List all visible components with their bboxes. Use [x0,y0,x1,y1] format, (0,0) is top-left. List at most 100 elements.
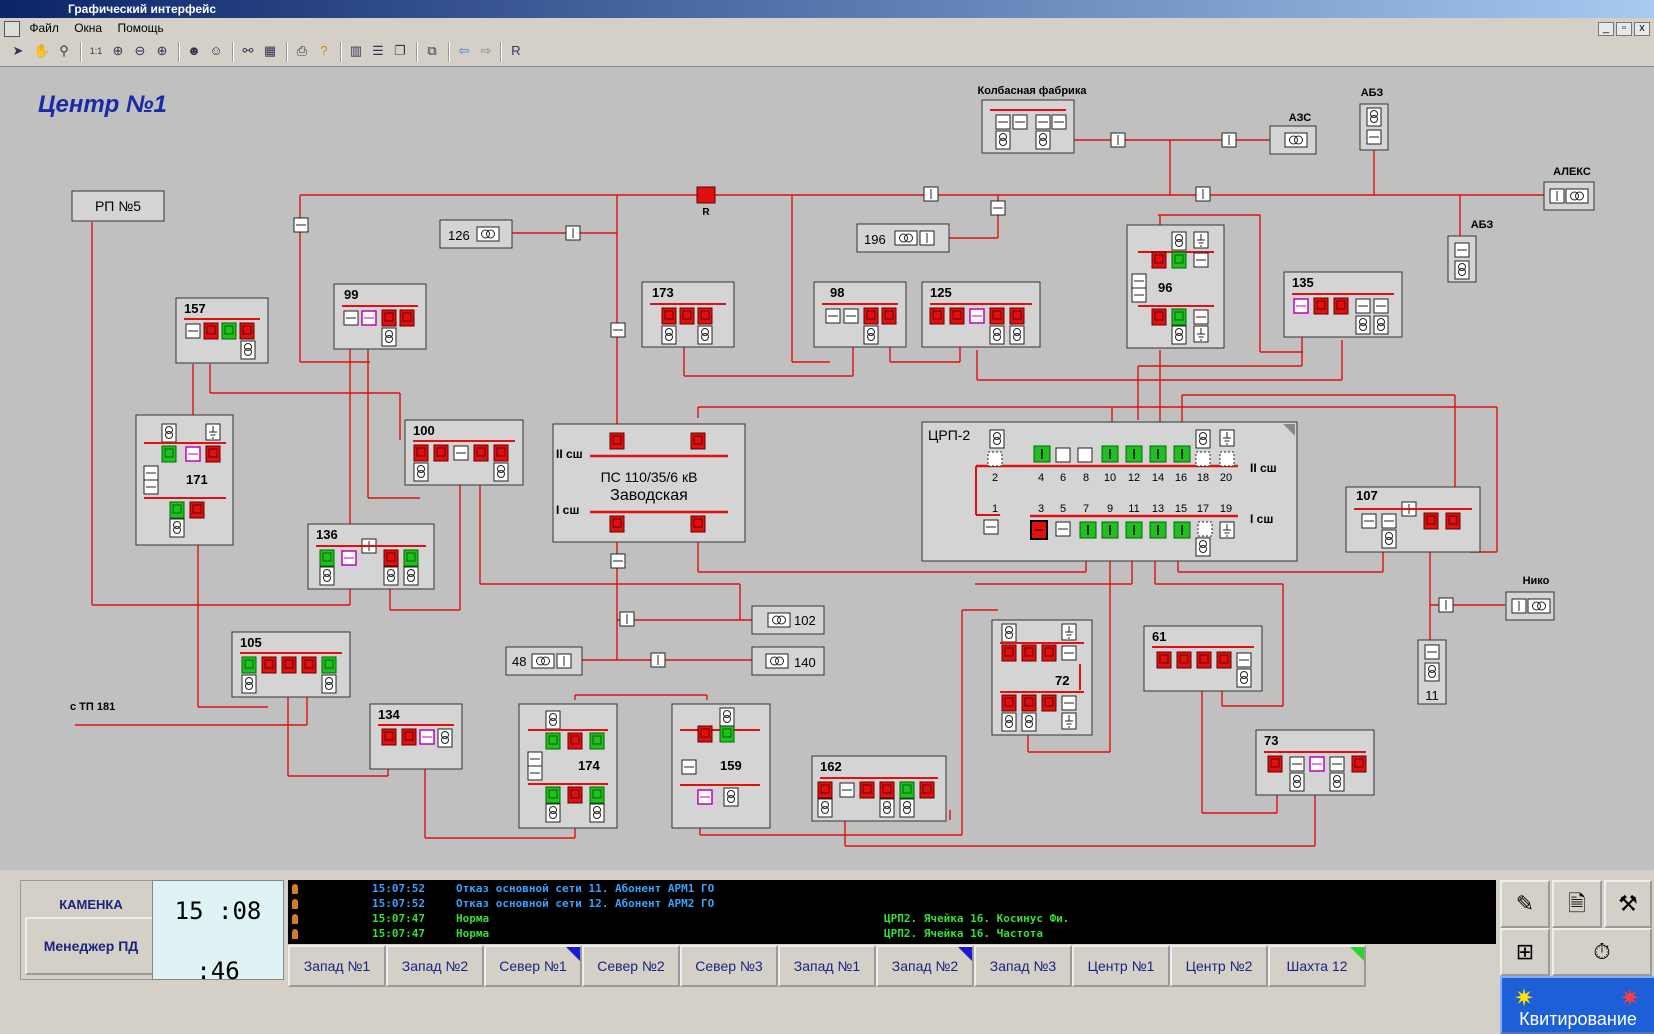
tp-48-node[interactable]: 48 [505,646,583,676]
network-icon[interactable]: ⊞ [1500,928,1550,976]
forward-icon[interactable]: ⇨ [480,43,492,58]
line-switch[interactable] [610,322,626,338]
cascade-icon[interactable]: ❐ [394,43,406,58]
tp-136-node[interactable]: 136 [307,523,435,590]
zoom-in-icon[interactable]: ⊕ [156,43,168,58]
kolbasnaya-node[interactable] [981,99,1075,154]
pointer-icon[interactable]: ➤ [12,43,24,58]
tp-61-node[interactable]: 61 [1143,625,1263,692]
restore-button[interactable]: ▫ [1616,22,1632,36]
window-list-icon[interactable]: ⧉ [427,43,437,58]
tp-105-node[interactable]: 105 [231,631,351,698]
tp-134-node[interactable]: 134 [369,703,463,770]
azs-node[interactable] [1269,125,1317,155]
tp-174-node[interactable]: 174 [518,703,618,829]
menu-help[interactable]: Помощь [117,21,164,35]
tp-135-node[interactable]: 135 [1283,271,1403,338]
line-switch[interactable] [923,186,939,202]
tp-159-node[interactable]: 159 [671,703,771,829]
tp-72-node[interactable]: 72 [991,619,1093,736]
tp-11-label: 11 [1425,688,1439,703]
tp-107-node[interactable]: 107 [1345,486,1481,553]
layout-columns-icon[interactable]: ▥ [349,43,363,58]
tp-157-node[interactable]: 157 [175,297,269,364]
table-icon[interactable]: ▦ [263,43,277,58]
document-icon[interactable]: 🗎 [1552,880,1602,928]
back-icon[interactable]: ⇦ [458,43,470,58]
crp2-node[interactable]: ЦРП-2 II сш 2 4 6 8 10 12 14 16 18 20 1 … [921,421,1298,562]
magnifier-icon[interactable]: ⚲ [59,43,69,58]
tab-zapad-1[interactable]: Запад №1 [288,945,386,987]
tp-125-node[interactable]: 125 [921,281,1041,348]
tp-100-node[interactable]: 100 [404,419,524,486]
close-button[interactable]: x [1634,22,1650,36]
tab-sever-3[interactable]: Север №3 [680,945,778,987]
tab-zapad-3[interactable]: Запад №3 [974,945,1072,987]
clipboard-timer-icon[interactable]: ⏱ [1552,928,1652,976]
user-icon[interactable]: ☺ [209,43,223,58]
event-row[interactable]: 15:07:52 Отказ основной сети 12. Абонент… [288,897,1496,912]
niko-node[interactable] [1505,591,1555,621]
event-row[interactable]: 15:07:47 Норма ЦРП2. Ячейка 16. Косинус … [288,912,1496,927]
line-switch[interactable] [619,611,635,627]
line-switch[interactable] [610,553,626,569]
acknowledge-button[interactable]: ✷ ✷ Квитирование [1500,976,1654,1034]
users-icon[interactable]: ☻ [187,43,201,58]
rp5-node[interactable]: РП №5 [71,190,165,222]
line-switch[interactable] [1110,132,1126,148]
line-switch[interactable] [1438,597,1454,613]
aleks-node[interactable] [1543,181,1595,211]
tp-102-node[interactable]: 102 [751,605,825,635]
zoom-fit-icon[interactable]: ⊕ [112,43,124,58]
tp-73-node[interactable]: 73 [1255,729,1375,796]
app-icon[interactable] [4,20,20,37]
tools-icon[interactable]: ✎ [1500,880,1550,928]
binoculars-icon[interactable]: ⚯ [242,43,254,58]
menu-file[interactable]: Файл [29,21,59,35]
zoom-out-icon[interactable]: ⊖ [134,43,146,58]
r-breaker[interactable] [696,186,716,204]
print-icon[interactable]: ⎙ [296,43,308,58]
zoom-1-1-icon[interactable]: 1:1 [89,46,103,56]
line-switch[interactable] [565,225,581,241]
wrench-icon[interactable]: ⚒ [1604,880,1652,928]
tp-173-node[interactable]: 173 [641,281,735,348]
line-switch[interactable] [1195,186,1211,202]
tp-173-label: 173 [652,285,674,300]
abz-node[interactable] [1359,103,1389,151]
tp-196-node[interactable]: 196 [856,223,950,253]
substation-zavodskaya[interactable]: II сш ПС 110/35/6 кВ Заводская I сш [552,423,746,543]
location-panel: КАМЕНКА Менеджер ПД [20,880,162,980]
tp-99-node[interactable]: 99 [333,283,427,350]
line-switch[interactable] [990,200,1006,216]
tab-sever-1[interactable]: Север №1 [484,945,582,987]
line-switch[interactable] [293,217,309,233]
tp-11-node[interactable]: 11 [1417,639,1447,705]
tab-zapad-2-b[interactable]: Запад №2 [876,945,974,987]
event-row[interactable]: 15:07:47 Норма ЦРП2. Ячейка 16. Частота [288,927,1496,942]
menu-windows[interactable]: Окна [74,21,103,35]
line-switch[interactable] [1221,132,1237,148]
line-switch[interactable] [650,652,666,668]
help-icon[interactable]: ? [320,43,328,58]
tab-centr-1[interactable]: Центр №1 [1072,945,1170,987]
layout-rows-icon[interactable]: ☰ [372,43,384,58]
tab-sever-2[interactable]: Север №2 [582,945,680,987]
hand-icon[interactable]: ✋ [33,43,51,58]
tab-shakhta-12[interactable]: Шахта 12 [1268,945,1366,987]
tp-171-node[interactable]: 171 [135,414,234,546]
manager-button[interactable]: Менеджер ПД [25,917,157,975]
event-row[interactable]: 15:07:52 Отказ основной сети 11. Абонент… [288,882,1496,897]
r-button[interactable]: R [511,43,521,58]
tab-centr-2[interactable]: Центр №2 [1170,945,1268,987]
tp-162-node[interactable]: 162 [811,755,947,822]
tp-98-node[interactable]: 98 [813,281,907,348]
tab-zapad-2[interactable]: Запад №2 [386,945,484,987]
minimize-button[interactable]: _ [1598,22,1614,36]
tp-126-node[interactable]: 126 [439,219,513,249]
event-log[interactable]: 15:07:52 Отказ основной сети 11. Абонент… [288,880,1496,944]
tp-96-node[interactable]: 96 [1126,224,1225,349]
abz2-node[interactable] [1447,235,1477,283]
tab-zapad-1-b[interactable]: Запад №1 [778,945,876,987]
tp-140-node[interactable]: 140 [751,646,825,676]
